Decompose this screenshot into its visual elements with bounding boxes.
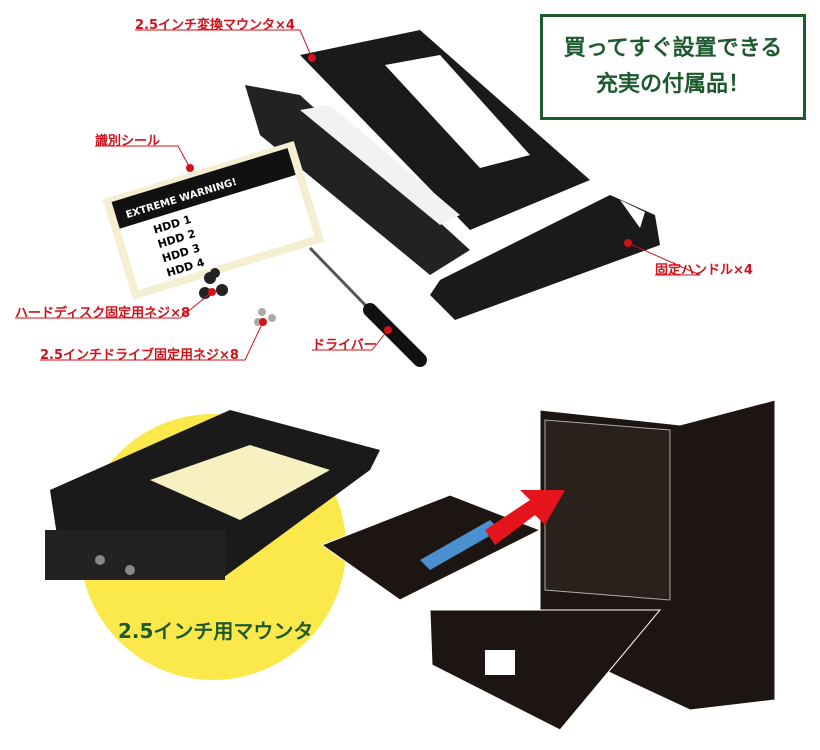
- id-sticker: EXTREME WARNING! HDD 1 HDD 2 HDD 3 HDD 4: [102, 141, 325, 300]
- headline-badge: 買ってすぐ設置できる 充実の付属品！: [540, 14, 806, 120]
- leader-dots: [186, 54, 632, 334]
- screws: [199, 268, 276, 326]
- label-hdd-screws: ハードディスク固定用ネジ×8: [15, 306, 191, 321]
- mounter-25-inch: [45, 410, 380, 580]
- insert-arrow: [485, 490, 565, 545]
- drive-tray: [320, 494, 542, 601]
- mount-caption: 2.5インチ用マウンタ: [118, 619, 314, 643]
- leader-lines: [15, 29, 701, 361]
- hdd-enclosure: [429, 399, 776, 731]
- label-driver: ドライバー: [312, 338, 377, 353]
- label-sticker: 識別シール: [95, 134, 161, 149]
- headline-line1: 買ってすぐ設置できる: [563, 36, 783, 61]
- label-handle: 固定ハンドル×4: [655, 263, 753, 278]
- label-drive-screws: 2.5インチドライブ固定用ネジ×8: [40, 348, 239, 363]
- mounter-tray: [245, 30, 590, 275]
- fixing-handle: [430, 195, 660, 320]
- screwdriver: [308, 246, 427, 367]
- headline-line2: 充実の付属品！: [595, 72, 750, 97]
- label-mounter: 2.5インチ変換マウンタ×4: [135, 18, 295, 33]
